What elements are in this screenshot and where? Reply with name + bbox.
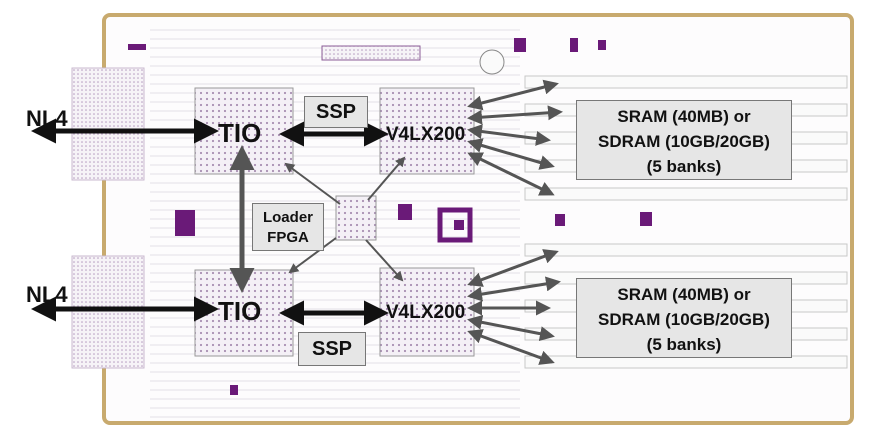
- ssp-label-bottom: SSP: [298, 332, 366, 366]
- nl4-label-bottom: NL4: [26, 282, 68, 307]
- memory-bottom-line-1: SRAM (40MB) or: [617, 285, 751, 304]
- nl4-label-top: NL4: [26, 106, 68, 131]
- tio-label-bottom: TIO: [218, 296, 262, 326]
- loader-v4lx-top-arrow: [367, 156, 406, 201]
- v4lx-label-top: V4LX200: [386, 124, 466, 145]
- memory-arrow-bottom-5: [467, 329, 555, 365]
- loader-tio-bottom-arrow: [288, 237, 337, 274]
- loader-chip: [335, 195, 377, 241]
- memory-top-line-2: SDRAM (10GB/20GB): [598, 132, 770, 151]
- loader-line-1: Loader: [262, 209, 313, 226]
- memory-arrow-top-2: [467, 105, 563, 125]
- memory-callout-bottom: SRAM (40MB) or SDRAM (10GB/20GB) (5 bank…: [576, 278, 792, 358]
- memory-bottom-line-2: SDRAM (10GB/20GB): [598, 310, 770, 329]
- v4lx-label-bottom: V4LX200: [386, 302, 466, 323]
- edge-connector-bottom: [71, 255, 145, 369]
- v4lx-chip-bottom: [379, 267, 475, 357]
- arrow-group: [31, 79, 563, 365]
- memory-arrow-top-1: [467, 79, 559, 111]
- memory-top-line-3: (5 banks): [646, 157, 722, 176]
- memory-arrow-bottom-2: [467, 276, 561, 302]
- memory-bottom-line-3: (5 banks): [646, 335, 722, 354]
- ssp-label-top: SSP: [304, 96, 368, 128]
- header-pins-top: [321, 45, 421, 61]
- memory-top-line-1: SRAM (40MB) or: [617, 107, 751, 126]
- edge-connector-top: [71, 67, 145, 181]
- purple-components: [128, 38, 652, 395]
- loader-v4lx-bottom-arrow: [365, 239, 404, 282]
- loader-fpga-label: Loader FPGA: [252, 203, 324, 251]
- tio-label-top: TIO: [218, 118, 262, 148]
- memory-arrow-top-5: [467, 152, 555, 196]
- crystal-oscillator: [479, 49, 505, 75]
- loader-line-2: FPGA: [267, 229, 309, 246]
- loader-tio-top-arrow: [284, 162, 341, 205]
- memory-callout-top: SRAM (40MB) or SDRAM (10GB/20GB) (5 bank…: [576, 100, 792, 180]
